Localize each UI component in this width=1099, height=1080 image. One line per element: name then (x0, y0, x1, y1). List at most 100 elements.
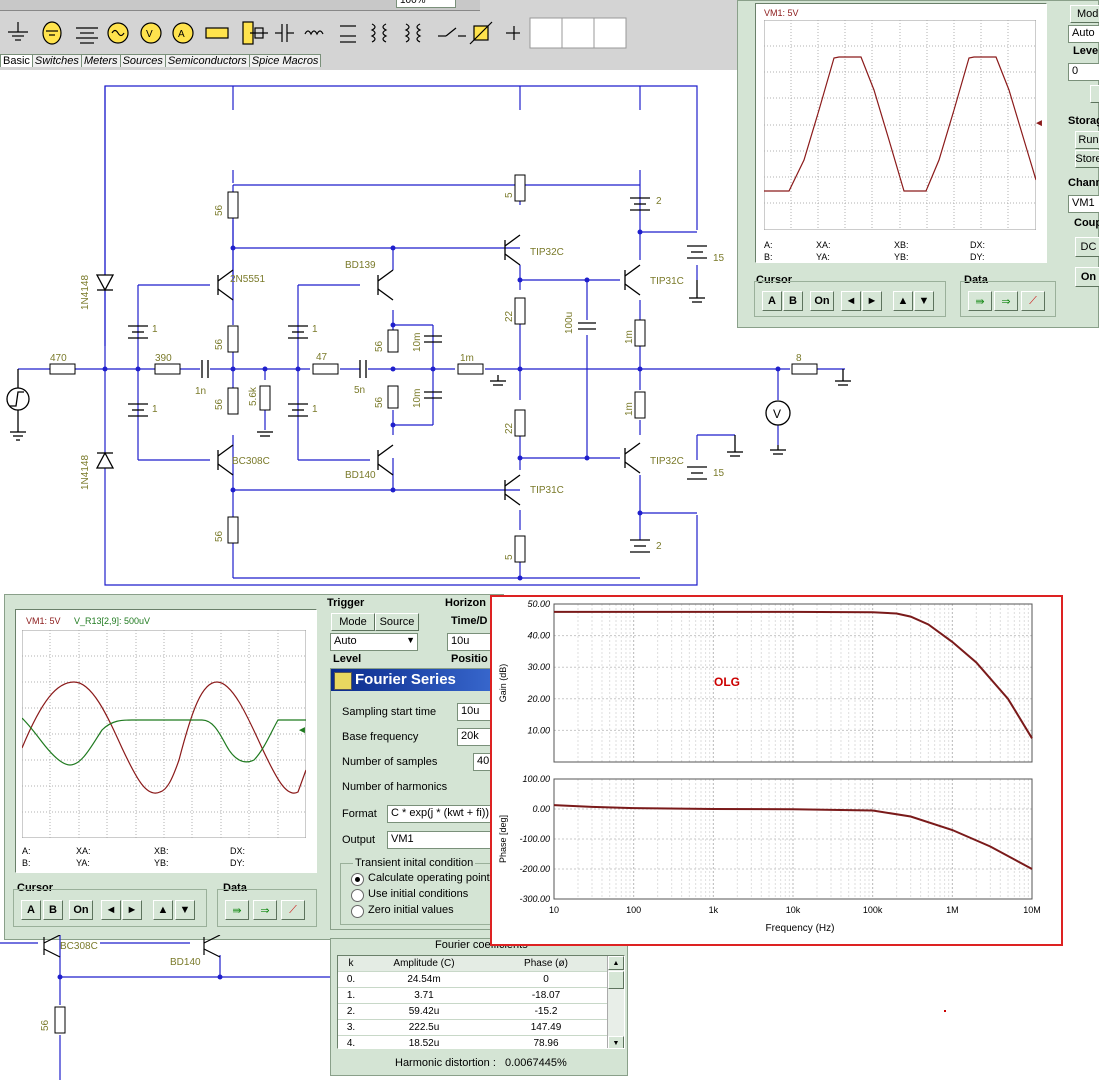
bottom-cursor-a-button[interactable]: A (21, 900, 41, 920)
inductor-icon[interactable] (304, 30, 324, 36)
lamp-icon[interactable] (205, 27, 229, 39)
tab-semiconductors[interactable]: Semiconductors (164, 54, 250, 67)
phase-ylabel: Phase [deg] (498, 815, 508, 863)
scroll-down-button[interactable]: ▼ (608, 1036, 624, 1048)
ammeter-icon[interactable]: A (172, 22, 194, 44)
table-scrollbar[interactable]: ▲ ▼ (607, 956, 624, 1048)
bottom-data-import-button[interactable]: ⇛ (225, 900, 249, 920)
bottom-mode-button[interactable]: Mode (331, 613, 375, 631)
format-label: Format (342, 808, 377, 820)
bottom-source-button[interactable]: Source (375, 613, 419, 631)
label-b4: 1 (312, 404, 318, 415)
scope-top-cursor-frame (754, 281, 946, 317)
bottom-cursor-b-button[interactable]: B (43, 900, 63, 920)
bottom-data-plot-button[interactable]: ⟋ (281, 900, 305, 920)
storage-label: Storag (1068, 115, 1099, 127)
tab-spice-macros[interactable]: Spice Macros (248, 54, 322, 67)
gain-tick-label: 40.00 (527, 631, 550, 641)
radio-initial[interactable] (351, 889, 364, 902)
battery-icon[interactable] (76, 27, 98, 44)
format-select[interactable]: C * exp(j * (kwt + fi)) (387, 805, 501, 823)
capacitor-icon[interactable] (275, 24, 294, 42)
num-samples-label: Number of samples (342, 756, 438, 768)
gain-tick-label: 20.00 (526, 694, 550, 704)
timediv-input[interactable]: 10u (447, 633, 491, 651)
x-tick-label: 1M (946, 905, 959, 915)
bottom-cursor-down-button[interactable]: ▼ (175, 900, 195, 920)
zoom-select[interactable]: 100% (396, 0, 456, 8)
radio-calc-op-label: Calculate operating point (368, 872, 490, 884)
voltmeter-icon[interactable]: V (140, 22, 162, 44)
tab-sources[interactable]: Sources (119, 54, 166, 67)
crystal-icon[interactable] (340, 25, 356, 43)
bottom-cursor-right-button[interactable]: ► (122, 900, 142, 920)
diode-toolbar-icon[interactable] (506, 26, 520, 40)
bottom-cursor-up-button[interactable]: ▲ (153, 900, 173, 920)
data-export-button[interactable]: ⇒ (994, 291, 1018, 311)
dc-source-icon[interactable] (42, 21, 62, 45)
label-c100u: 100u (564, 312, 575, 334)
cursor-right-button[interactable]: ► (862, 291, 882, 311)
data-plot-button[interactable]: ⟋ (1021, 291, 1045, 311)
label-r1mb: 1m (624, 402, 635, 416)
channel-select[interactable]: VM1 (1068, 195, 1099, 213)
storage-run-button[interactable]: Run (1075, 131, 1099, 149)
cursor-left-button[interactable]: ◄ (841, 291, 861, 311)
level-apply-button[interactable] (1090, 85, 1099, 103)
coupling-dc-button[interactable]: DC (1075, 237, 1099, 257)
component-icons: V A (8, 17, 627, 49)
radio-calc-op[interactable] (351, 873, 364, 886)
ac-source-icon[interactable] (107, 22, 129, 44)
phase-grid (553, 778, 1032, 900)
tab-basic[interactable]: Basic (0, 54, 33, 67)
tab-meters[interactable]: Meters (80, 54, 121, 67)
bottom-trigger-mode-select[interactable]: Auto▼ (330, 633, 418, 651)
transformer-icon[interactable] (370, 23, 388, 43)
cursor-down-button[interactable]: ▼ (914, 291, 934, 311)
output-label: Output (342, 834, 376, 846)
resistor-icon[interactable] (250, 27, 268, 39)
scope-bottom-data-frame (217, 889, 317, 927)
scroll-thumb[interactable] (608, 971, 624, 989)
label-q3: BD139 (345, 260, 376, 271)
level-input[interactable]: 0 (1068, 63, 1099, 81)
dropdown-arrow-icon: ▼ (406, 635, 415, 645)
ground-icon[interactable] (8, 22, 28, 41)
channel-on-button[interactable]: On (1075, 267, 1099, 287)
col-k: k (338, 956, 364, 972)
potentiometer-icon[interactable] (469, 21, 493, 45)
trigger-mode-select[interactable]: Auto (1068, 25, 1099, 43)
table-row[interactable]: 2.59.42u-15.2 (338, 1003, 608, 1020)
label-r56c: 56 (214, 398, 225, 410)
label-b15b: 15 (713, 468, 725, 479)
data-import-button[interactable]: ⇛ (968, 291, 992, 311)
trigger-mode-button[interactable]: Mod (1070, 5, 1099, 23)
transformer-2-icon[interactable] (404, 23, 422, 43)
switch-icon[interactable] (438, 27, 466, 37)
output-select[interactable]: VM1 (387, 831, 501, 849)
bottom-cursor-on-button[interactable]: On (69, 900, 93, 920)
col-amplitude: Amplitude (C) (364, 956, 484, 972)
tab-switches[interactable]: Switches (31, 54, 82, 67)
label-c1n: 1n (195, 386, 206, 397)
cursor-up-button[interactable]: ▲ (893, 291, 913, 311)
scroll-up-button[interactable]: ▲ (608, 956, 624, 970)
position-label: Positio (451, 653, 488, 665)
cursor-b-button[interactable]: B (783, 291, 803, 311)
table-row[interactable]: 1.3.71-18.07 (338, 987, 608, 1004)
bottom-data-export-button[interactable]: ⇒ (253, 900, 277, 920)
scope-top-grid (764, 20, 1036, 230)
cell-k: 0. (338, 971, 364, 988)
storage-store-button[interactable]: Store (1075, 150, 1099, 168)
radio-zero[interactable] (351, 905, 364, 918)
schematic-canvas: V 470 390 1n 1N4148 1N4148 2N5551 BC308C… (6, 85, 851, 586)
cursor-a-button[interactable]: A (762, 291, 782, 311)
cursor-on-button[interactable]: On (810, 291, 834, 311)
bottom-cursor-left-button[interactable]: ◄ (101, 900, 121, 920)
gain-frame (553, 603, 1033, 763)
